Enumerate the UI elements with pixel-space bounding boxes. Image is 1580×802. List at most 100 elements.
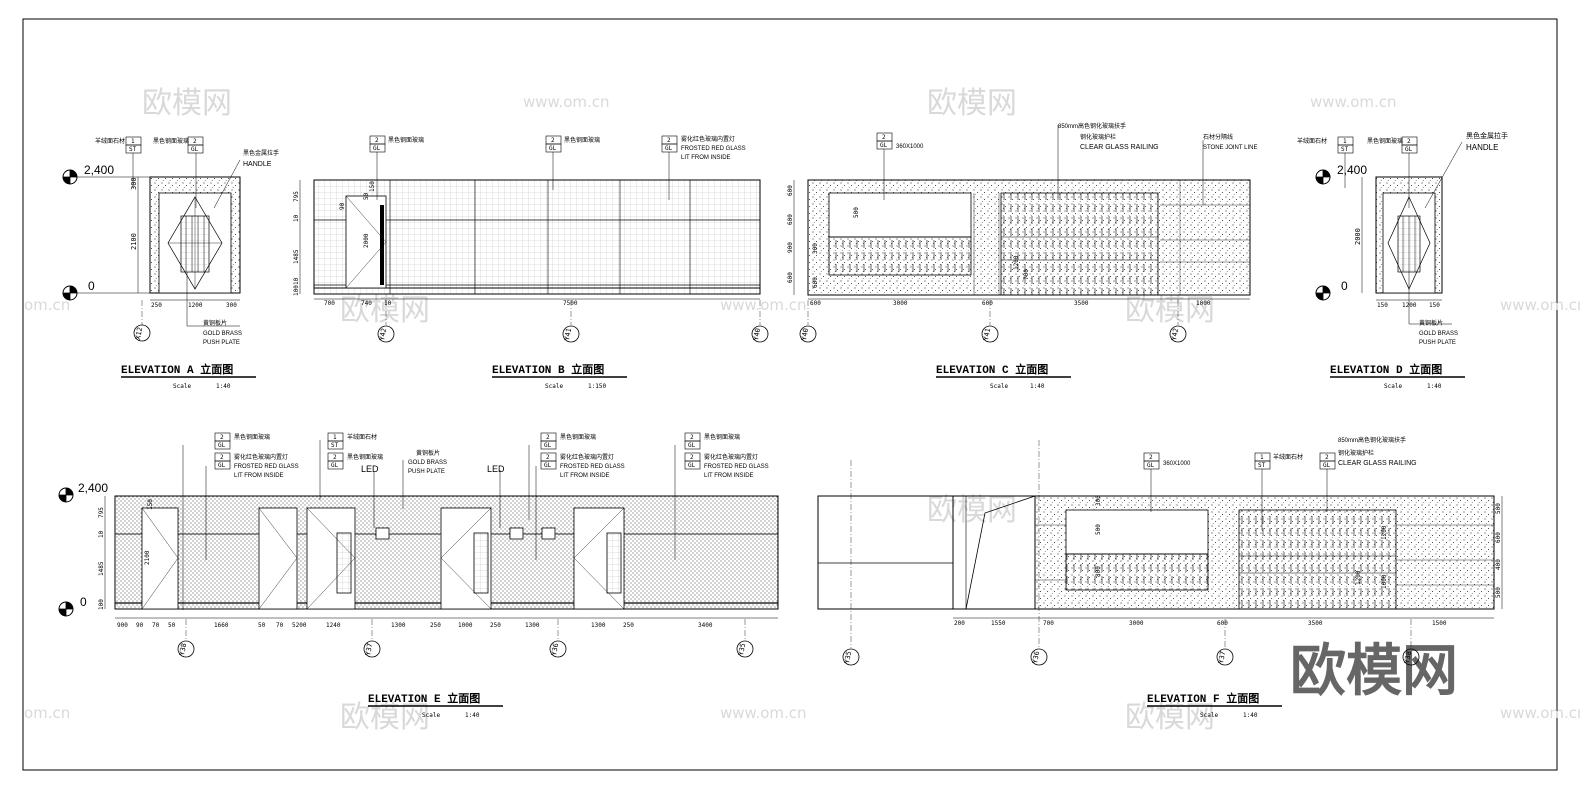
elevation-c: 600 600 900 600 300 500 600 1200 700 600… (787, 122, 1257, 390)
dim: 100 (293, 285, 300, 296)
dim: 2000 (1354, 228, 1362, 245)
callout-gold-brass: GOLD BRASS (408, 460, 447, 466)
scale-value: 1:40 (465, 712, 480, 719)
dim: 1000 (1381, 574, 1388, 589)
callout-cn: 钢化玻璃护栏 (1338, 449, 1374, 457)
dim: 2000 (363, 233, 370, 248)
callout-lit: LIT FROM INSIDE (560, 473, 610, 479)
callout-cn: 黑色钢面玻璃 (564, 136, 600, 144)
level-zero-label: 0 (1341, 279, 1348, 293)
watermark-cn: 欧模网 (340, 293, 430, 328)
grid-label: Y35 (737, 642, 747, 656)
dim: 3000 (1129, 620, 1144, 627)
watermark-url: www.om.cn (1500, 704, 1580, 722)
dim: 400 (1495, 559, 1502, 570)
dim: 795 (98, 507, 105, 518)
dim: 500 (853, 207, 860, 218)
dim: 900 (117, 622, 128, 629)
dim: 1500 (1432, 620, 1447, 627)
watermark-url: www.om.cn (1500, 296, 1580, 314)
callout-cn: 黑色金属拉手 (243, 149, 279, 157)
scale-label: Scale (422, 712, 440, 719)
callout-frosted: FROSTED RED GLASS (560, 464, 625, 470)
scale-label: Scale (1384, 383, 1402, 390)
scale-label: Scale (173, 383, 191, 390)
callout-cn: 雾化红色玻璃内置灯 (704, 453, 758, 461)
dim: 3500 (1308, 620, 1323, 627)
level-zero-label: 0 (80, 595, 87, 609)
elevation-b: 795 10 1485 10 100 90 2000 50 150 700 74… (293, 135, 769, 390)
callout-size: 360X1000 (1163, 461, 1191, 467)
callout-railing: CLEAR GLASS RAILING (1080, 144, 1159, 151)
dim: 250 (623, 622, 634, 629)
dim: 300 (130, 177, 138, 190)
dim: 300 (1095, 495, 1102, 506)
dim: 1000 (458, 622, 473, 629)
dim: 7500 (563, 300, 578, 307)
dim: 800 (1095, 566, 1102, 577)
brand-logo: 欧模网 (1290, 639, 1458, 704)
grid-label: Y40 (800, 327, 810, 341)
scale-value: 1:40 (1030, 383, 1045, 390)
scale-label: Scale (1200, 712, 1218, 719)
callout-cn: 羊绒面石材 (347, 433, 377, 441)
callout-led: LED (361, 464, 379, 474)
dim: 1300 (591, 622, 606, 629)
grid-label: Y35 (843, 650, 853, 664)
scale-value: 1:40 (216, 383, 231, 390)
tag-num: 1 (1260, 454, 1264, 461)
tag-code: GL (218, 442, 226, 449)
grid-label: Y42 (378, 327, 388, 341)
dim: 600 (787, 272, 794, 283)
callout-push-plate: PUSH PLATE (408, 469, 445, 475)
elevation-b-title: ELEVATION B 立面图 (492, 362, 604, 377)
dim: 1200 (188, 302, 203, 309)
elevation-e-title: ELEVATION E 立面图 (368, 691, 480, 706)
tag-num: 2 (220, 434, 224, 441)
elevation-d-title: ELEVATION D 立面图 (1330, 362, 1442, 377)
dim: 50 (258, 622, 266, 629)
grid-label: Y41 (563, 327, 573, 341)
dim: 10 (384, 300, 392, 307)
watermark-url: www.om.cn (1310, 93, 1397, 111)
tag-num: 2 (220, 454, 224, 461)
dim: 2100 (130, 233, 138, 250)
dim: 1300 (525, 622, 540, 629)
dim: 500 (1095, 524, 1102, 535)
callout-cn: 钢化玻璃护栏 (1080, 133, 1116, 141)
dim: 700 (324, 300, 335, 307)
callout-cn: 黑色钢面玻璃 (347, 453, 383, 461)
dim: 300 (226, 302, 237, 309)
dim: 3500 (1074, 300, 1089, 307)
dim: 150 (1429, 302, 1440, 309)
scale-label: Scale (545, 383, 563, 390)
sheet-border (22, 18, 1558, 771)
callout-push-plate: PUSH PLATE (203, 340, 240, 346)
level-top-label: 2,400 (1337, 163, 1367, 177)
watermarks: 欧模网 www.om.cn 欧模网 www.om.cn om.cn 欧模网 ww… (24, 86, 1580, 735)
dim: 2100 (144, 550, 151, 565)
tag-code: GL (331, 462, 339, 469)
tag-code: ST (129, 146, 137, 153)
grid-label: Y36 (1031, 650, 1041, 664)
callout-cn: 羊绒面石材 (1273, 453, 1303, 461)
dim: 600 (812, 277, 819, 288)
dim: 70 (152, 622, 160, 629)
callout-frosted: FROSTED RED GLASS (704, 464, 769, 470)
elevation-f-title: ELEVATION F 立面图 (1147, 691, 1259, 706)
watermark-url: www.om.cn (720, 296, 807, 314)
callout-cn: 黑色钢面玻璃 (153, 137, 189, 145)
dim: 740 (361, 300, 372, 307)
elevation-c-title: ELEVATION C 立面图 (936, 362, 1048, 377)
tag-num: 2 (546, 454, 550, 461)
callout-cn: 黑色钢面玻璃 (234, 433, 270, 441)
callout-cn: 石材分隔线 (1203, 133, 1233, 141)
dim: 600 (787, 185, 794, 196)
dim: 1300 (391, 622, 406, 629)
tag-num: 2 (546, 434, 550, 441)
callout-cn: 850mm高色钢化玻璃扶手 (1338, 436, 1406, 444)
callout-cn: 黄铜板片 (416, 449, 440, 457)
dim: 250 (490, 622, 501, 629)
tag-num: 2 (690, 454, 694, 461)
dim: 795 (293, 191, 300, 202)
